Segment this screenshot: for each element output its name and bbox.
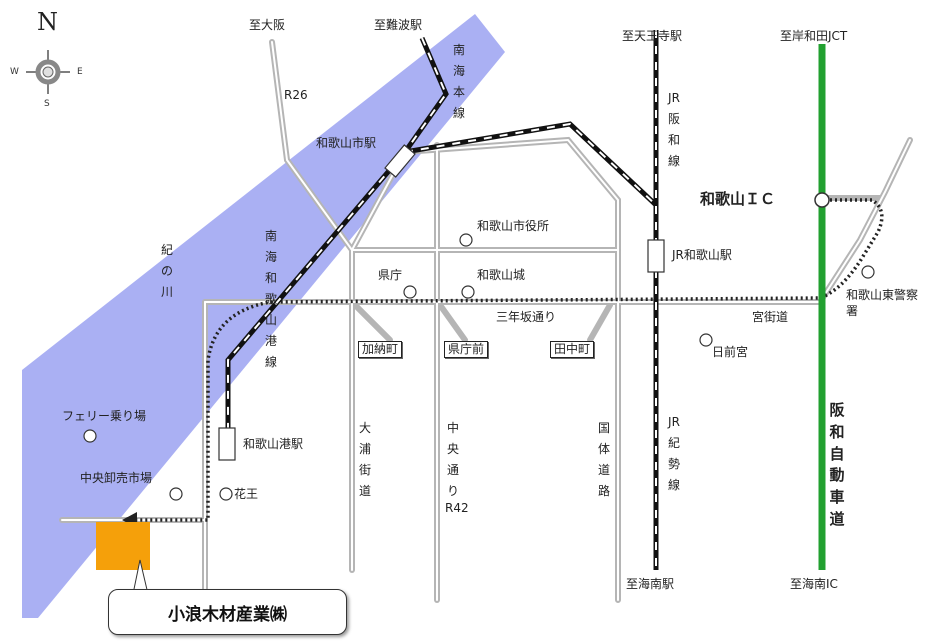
hinokuma-mark: [699, 333, 713, 347]
compass-icon: [26, 50, 70, 94]
nankai-wakayamako-line-label: 南海和歌山港線: [264, 229, 277, 369]
police-mark: [861, 265, 875, 279]
oura-kaido-label: 大浦街道: [358, 421, 371, 498]
compass-east-label: E: [77, 67, 83, 77]
kinokawa-label: 紀の川: [160, 243, 173, 299]
kokutai-doro-label: 国体道路: [597, 421, 610, 498]
company-name: 小浪木材産業㈱: [168, 604, 287, 625]
nankai-main-line-label: 南海本線: [452, 43, 465, 120]
kao-mark: [219, 487, 233, 501]
hinokuma-label: 日前宮: [712, 345, 749, 359]
jr-hanwa-line-label: JR阪和線: [667, 91, 680, 168]
bus-stop-kenchomae: 県庁前: [444, 341, 489, 359]
direction-kainan-ic: 至海南IC: [790, 577, 838, 591]
jr-wakayama-station-label: JR和歌山駅: [672, 248, 732, 262]
bus-stop-tanaka: 田中町: [550, 341, 595, 359]
wakayama-ic-mark: [814, 192, 830, 208]
road-busstop-kencho: [437, 302, 468, 343]
wakayamashi-station-label: 和歌山市駅: [316, 136, 377, 150]
wakayamashi-station-mark: [384, 144, 416, 178]
wakayamako-station-mark: [218, 427, 236, 461]
ferry-label: フェリー乗り場: [62, 409, 147, 423]
castle-mark: [461, 285, 475, 299]
compass-south-label: S: [44, 99, 50, 109]
direction-tennoji: 至天王寺駅: [622, 29, 683, 43]
road-busstop-kano: [352, 302, 393, 343]
company-callout: 小浪木材産業㈱: [108, 589, 347, 635]
route-r26-label: R26: [284, 88, 308, 102]
bus-stop-kano: 加納町: [358, 341, 403, 359]
road-busstop-tanaka: [587, 302, 613, 343]
jr-kisei-line-label: JR紀勢線: [667, 415, 680, 492]
direction-kainan-station: 至海南駅: [626, 577, 675, 591]
kao-label: 花王: [234, 487, 259, 501]
access-route: [135, 198, 884, 522]
direction-kishiwada: 至岸和田JCT: [780, 29, 848, 43]
castle-label: 和歌山城: [477, 268, 526, 282]
jr-wakayama-station-mark: [647, 239, 665, 273]
miyakaido-label: 宮街道: [752, 310, 789, 324]
expressway-label: 阪和自動車道: [829, 401, 845, 528]
compass-west-label: W: [10, 67, 19, 77]
sannenzaka-label: 三年坂通り: [496, 310, 557, 324]
direction-osaka: 至大阪: [249, 18, 286, 32]
ferry-mark: [83, 429, 97, 443]
direction-namba: 至難波駅: [374, 18, 423, 32]
market-mark: [169, 487, 183, 501]
city-hall-mark: [459, 233, 473, 247]
wakayama-ic-label: 和歌山ＩＣ: [700, 190, 776, 208]
market-label: 中央卸売市場: [80, 471, 153, 485]
company-location-marker: [96, 522, 150, 570]
city-hall-label: 和歌山市役所: [477, 219, 550, 233]
prefectural-office-label: 県庁: [378, 268, 403, 282]
wakayamako-station-label: 和歌山港駅: [243, 437, 304, 451]
chuo-dori-label: 中央通り: [446, 421, 459, 498]
road-main-ring: [349, 136, 621, 603]
prefectural-office-mark: [403, 285, 417, 299]
police-label: 和歌山東警察署: [846, 288, 919, 318]
compass-north-label: N: [37, 8, 58, 36]
route-r42-label: R42: [445, 501, 469, 515]
